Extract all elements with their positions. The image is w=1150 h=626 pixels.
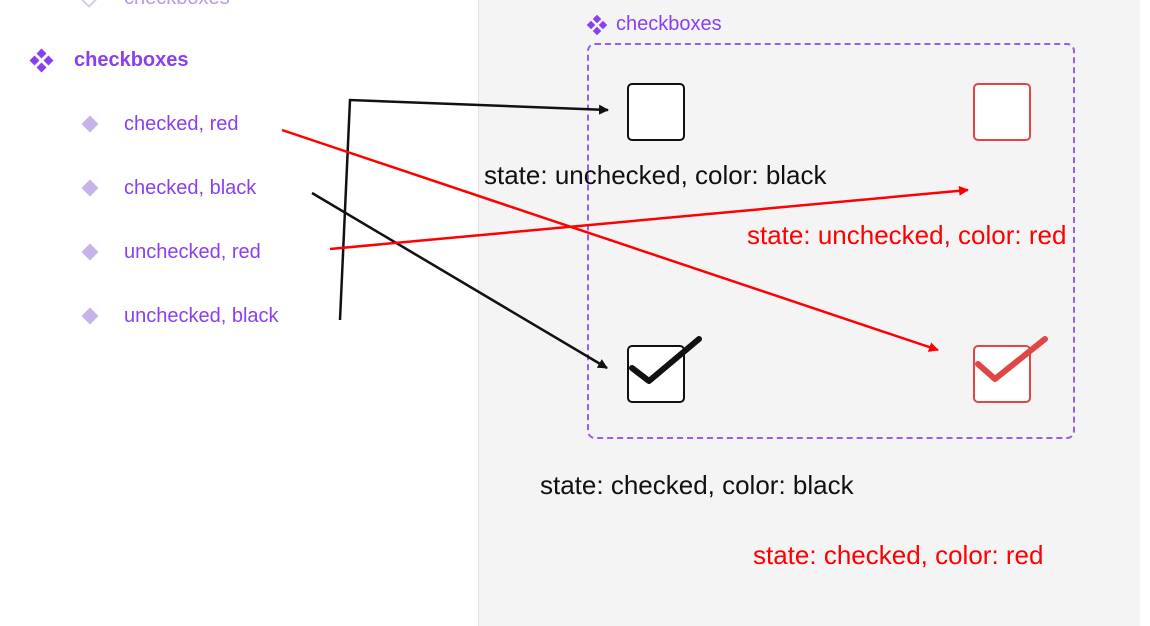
component-variant-icon — [81, 307, 99, 325]
layer-item-partial[interactable]: checkboxes — [79, 0, 230, 10]
caption-checked-red: state: checked, color: red — [753, 540, 1044, 570]
component-variant-icon — [81, 243, 99, 261]
layer-item-label: checkboxes — [74, 49, 189, 71]
component-set-icon — [586, 14, 608, 36]
checkbox-checked-red[interactable] — [973, 345, 1031, 403]
layer-item-label: unchecked, red — [124, 241, 261, 263]
layer-item-checked-black[interactable]: checked, black — [81, 176, 257, 200]
component-variant-icon — [81, 115, 99, 133]
checkbox-unchecked-black[interactable] — [627, 83, 685, 141]
layer-item-label: checked, red — [124, 113, 239, 135]
checkbox-unchecked-red[interactable] — [973, 83, 1031, 141]
layer-item-checkboxes-set[interactable]: checkboxes — [29, 48, 189, 73]
component-set-icon — [29, 48, 54, 73]
layer-item-unchecked-red[interactable]: unchecked, red — [81, 240, 261, 264]
frame-title[interactable]: checkboxes — [586, 13, 722, 36]
layer-item-unchecked-black[interactable]: unchecked, black — [81, 304, 279, 328]
component-variant-icon — [81, 179, 99, 197]
layer-item-label: checked, black — [124, 177, 257, 199]
layer-item-label: checkboxes — [124, 0, 230, 10]
checkbox-checked-black[interactable] — [627, 345, 685, 403]
caption-checked-black: state: checked, color: black — [540, 470, 854, 500]
layer-item-checked-red[interactable]: checked, red — [81, 112, 239, 136]
frame-title-label: checkboxes — [616, 13, 722, 35]
caption-unchecked-red: state: unchecked, color: red — [747, 220, 1067, 250]
layers-panel: checkboxes checkboxes checked, red check… — [0, 0, 479, 626]
caption-unchecked-black: state: unchecked, color: black — [484, 160, 827, 190]
layer-item-label: unchecked, black — [124, 305, 279, 327]
diamond-outline-icon — [79, 0, 99, 8]
